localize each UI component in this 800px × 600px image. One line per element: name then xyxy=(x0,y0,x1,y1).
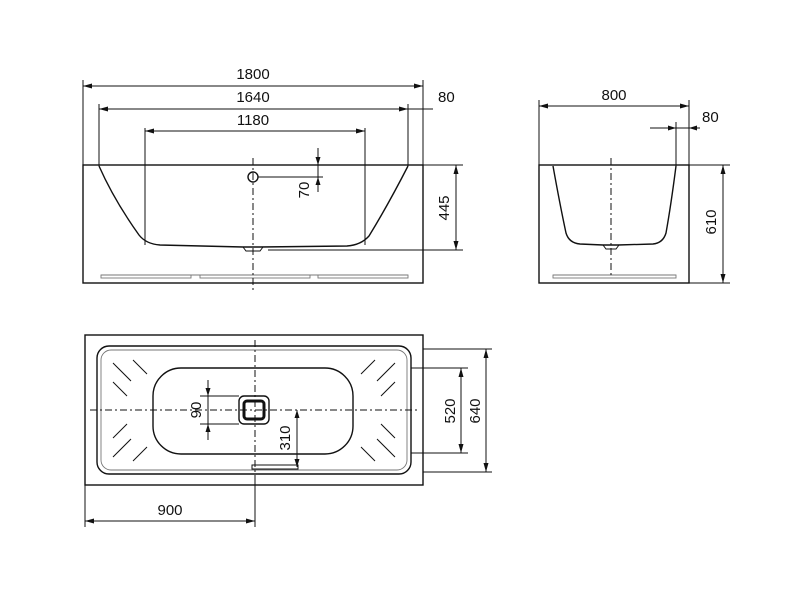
dim-side-height: 610 xyxy=(703,209,720,234)
side-view: 800 80 610 xyxy=(538,87,730,284)
dim-rim-width-front: 80 xyxy=(438,89,455,106)
dim-rim-width-side: 80 xyxy=(702,109,719,126)
side-view-foot xyxy=(552,274,677,279)
dim-inner-top-length: 1640 xyxy=(236,89,269,106)
plan-view-outer-rim xyxy=(84,334,424,486)
side-view-basin-outline xyxy=(552,165,677,246)
plan-view-drain-inner xyxy=(242,399,266,421)
dim-drain-offset: 310 xyxy=(277,425,294,450)
dim-side-width: 800 xyxy=(601,87,626,104)
plan-view-drain-outer xyxy=(238,395,270,425)
front-view-foot-left xyxy=(100,274,192,279)
dim-depth: 445 xyxy=(436,195,453,220)
dim-overall-length: 1800 xyxy=(236,66,269,83)
dim-drain-size: 90 xyxy=(188,402,205,419)
dim-overflow-offset: 70 xyxy=(296,182,313,199)
dim-drain-position: 900 xyxy=(157,502,182,519)
plan-view-overflow-slot xyxy=(251,464,299,470)
plan-view: 90 310 520 640 900 xyxy=(84,334,492,527)
front-view: 1800 1640 80 1180 70 445 xyxy=(82,66,463,290)
plan-view-slope-marks xyxy=(112,359,396,462)
side-view-outer-body xyxy=(538,164,690,284)
front-view-foot-mid xyxy=(199,274,311,279)
plan-view-floor xyxy=(152,367,354,455)
dim-inner-width: 520 xyxy=(442,398,459,423)
dim-inner-bottom-length: 1180 xyxy=(237,112,269,129)
front-view-basin-outline xyxy=(98,165,409,248)
front-view-foot-right xyxy=(317,274,409,279)
dim-outer-width: 640 xyxy=(467,398,484,423)
